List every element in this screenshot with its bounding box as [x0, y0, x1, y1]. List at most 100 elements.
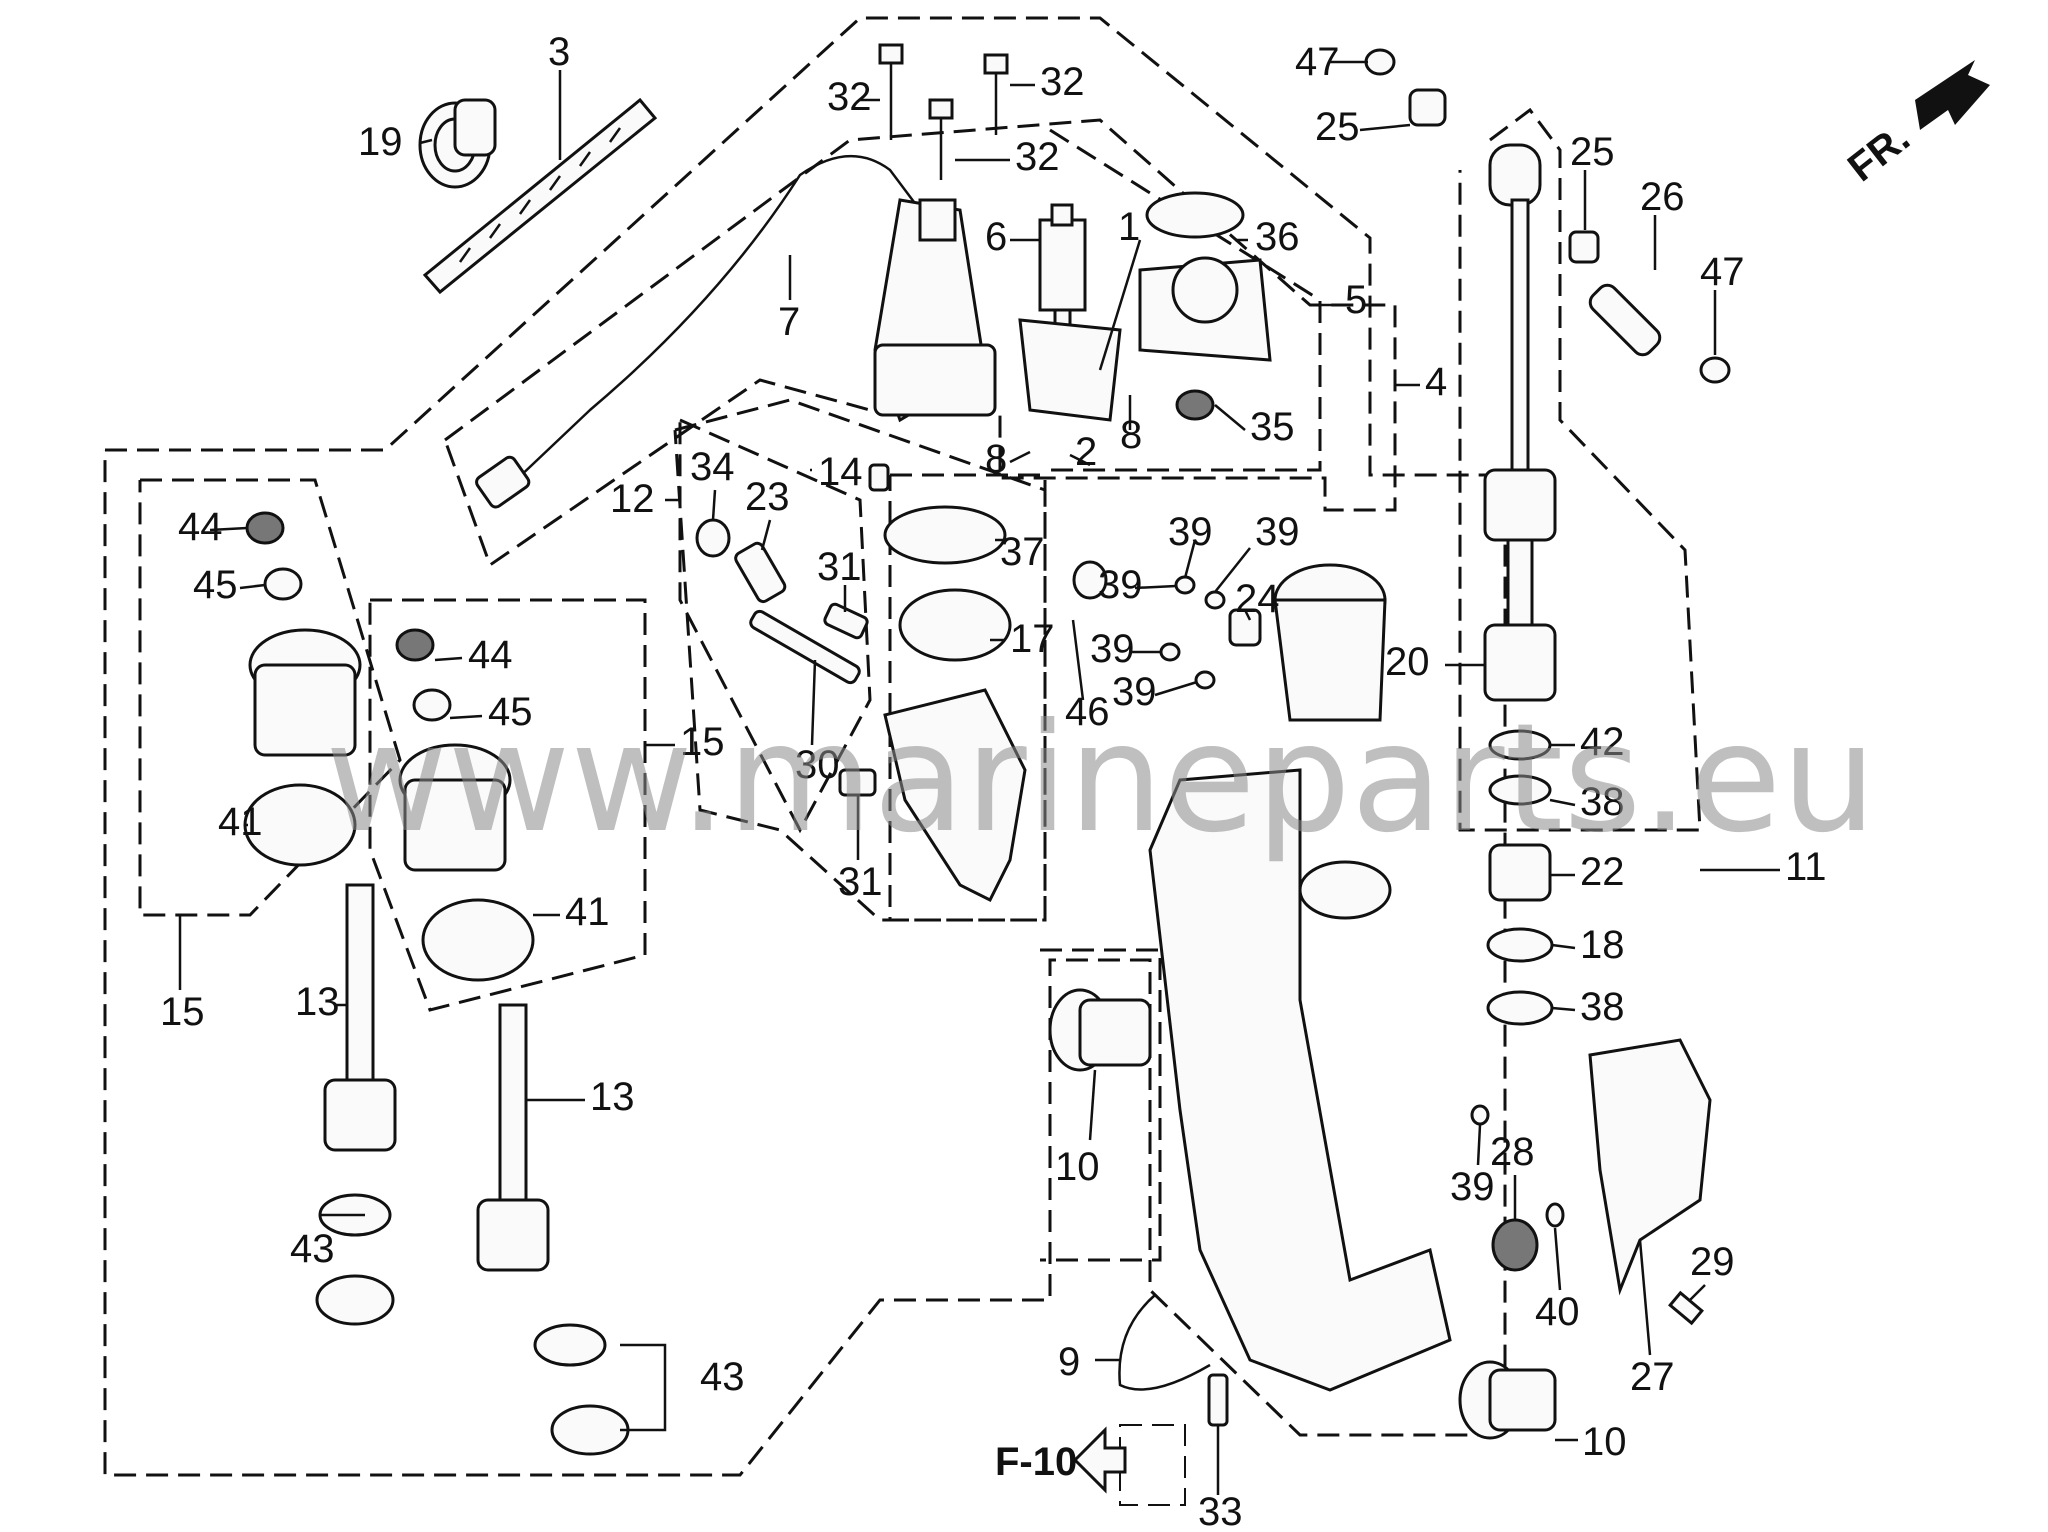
callout-42: 42 — [1580, 720, 1625, 764]
ring-43-right-top — [533, 1323, 607, 1367]
callout-24: 24 — [1235, 577, 1280, 621]
seal-22 — [1488, 843, 1552, 902]
bushing-10-bottom — [1458, 1360, 1557, 1440]
callout-15b: 15 — [680, 720, 725, 764]
clip-14 — [868, 463, 890, 492]
callout-11: 11 — [1785, 845, 1827, 889]
callout-39e: 39 — [1112, 670, 1157, 714]
callout-14: 14 — [818, 450, 863, 494]
piston-13-right — [476, 1003, 550, 1272]
f10-arrow-icon — [1072, 1426, 1127, 1494]
bolt-30 — [749, 609, 861, 685]
washer-18 — [1486, 927, 1554, 963]
pump-body — [883, 688, 1027, 903]
callout-29: 29 — [1690, 1240, 1735, 1284]
washer-34 — [695, 518, 731, 558]
valve-31-top — [823, 602, 869, 640]
outer-assembly-boundary — [103, 16, 1507, 1477]
callout-45b: 45 — [488, 690, 533, 734]
reservoir-27 — [1588, 1038, 1712, 1296]
callout-47b: 47 — [1700, 250, 1745, 294]
callout-37: 37 — [1000, 530, 1045, 574]
callout-33: 33 — [1198, 1490, 1243, 1532]
callout-35: 35 — [1250, 405, 1295, 449]
bushing-10-top — [1048, 988, 1152, 1072]
callout-25a: 25 — [1315, 105, 1360, 149]
callout-43b: 43 — [700, 1355, 745, 1399]
callout-8b: 8 — [1120, 413, 1142, 457]
reference-label: F-10 — [995, 1440, 1077, 1484]
callout-36: 36 — [1255, 215, 1300, 259]
left-cylinder-boundary-15a — [138, 478, 402, 917]
callout-23: 23 — [745, 475, 790, 519]
callout-32c: 32 — [1015, 135, 1060, 179]
o-ring-36 — [1145, 191, 1245, 239]
callout-44a: 44 — [178, 505, 223, 549]
front-direction-arrow-icon — [1915, 60, 1990, 130]
callout-4: 4 — [1425, 360, 1447, 404]
callout-32b: 32 — [1040, 60, 1085, 104]
callout-3: 3 — [548, 30, 570, 74]
callout-39f: 39 — [1450, 1165, 1495, 1209]
piston-13-left — [323, 883, 397, 1152]
tilt-ram-boundary — [1458, 107, 1702, 832]
callout-41b: 41 — [565, 890, 610, 934]
ground-cable-9 — [1118, 1294, 1211, 1391]
seal-44-right — [395, 628, 435, 662]
filter-35 — [1175, 389, 1215, 421]
callout-39c: 39 — [1098, 563, 1143, 607]
watermark: www.marineparts.eu — [325, 692, 1877, 866]
callout-7: 7 — [778, 300, 800, 344]
callout-46: 46 — [1065, 690, 1110, 734]
bushing-25-right — [1568, 230, 1600, 264]
callout-1: 1 — [1118, 205, 1140, 249]
pump-gear-17 — [898, 588, 1012, 662]
callout-31b: 31 — [838, 860, 883, 904]
callout-17: 17 — [1010, 617, 1055, 661]
callout-30: 30 — [795, 743, 840, 787]
callout-45a: 45 — [193, 563, 238, 607]
plug-28 — [1491, 1218, 1539, 1272]
o-rings-39 — [1159, 575, 1490, 1126]
brush-holder-1 — [1018, 318, 1122, 422]
seal-45-left — [263, 567, 303, 601]
motor-cable-7 — [494, 154, 921, 501]
o-ring-38-bottom — [1486, 990, 1554, 1026]
ring-43-left-bottom — [315, 1274, 395, 1326]
direction-label: FR. — [1840, 116, 1918, 190]
callout-26: 26 — [1640, 175, 1685, 219]
cable-connector — [475, 455, 531, 509]
o-ring-37 — [883, 505, 1007, 565]
callout-40: 40 — [1535, 1290, 1580, 1334]
callout-22: 22 — [1580, 850, 1625, 894]
callout-5: 5 — [1345, 278, 1367, 322]
bushing-25 — [1408, 88, 1447, 127]
callout-38a: 38 — [1580, 780, 1625, 824]
callout-2: 2 — [1075, 430, 1097, 474]
callout-38b: 38 — [1580, 985, 1625, 1029]
o-ring-41-right — [421, 898, 535, 982]
o-ring-40 — [1545, 1202, 1565, 1228]
callout-44b: 44 — [468, 633, 513, 677]
callout-28: 28 — [1490, 1130, 1535, 1174]
bolts-32 — [878, 43, 1009, 180]
callout-8a: 8 — [985, 437, 1007, 481]
callout-12: 12 — [610, 477, 655, 521]
motor-cover-boundary-5 — [1049, 128, 1322, 472]
callout-19: 19 — [358, 120, 403, 164]
callout-39d: 39 — [1090, 627, 1135, 671]
nut-47-right — [1699, 356, 1731, 384]
lower-trim-boundary — [1040, 948, 1162, 1262]
screw-29 — [1668, 1290, 1704, 1326]
callout-13a: 13 — [295, 980, 340, 1024]
seal-44-left — [245, 511, 285, 545]
assembly-boundaries — [103, 16, 1702, 1477]
pump-boundary — [888, 473, 1047, 922]
callout-34: 34 — [690, 445, 735, 489]
tilt-ram-20 — [1483, 143, 1557, 702]
callout-6: 6 — [985, 215, 1007, 259]
callout-13b: 13 — [590, 1075, 635, 1119]
parts-drawings — [243, 43, 1990, 1506]
callout-25b: 25 — [1570, 130, 1615, 174]
